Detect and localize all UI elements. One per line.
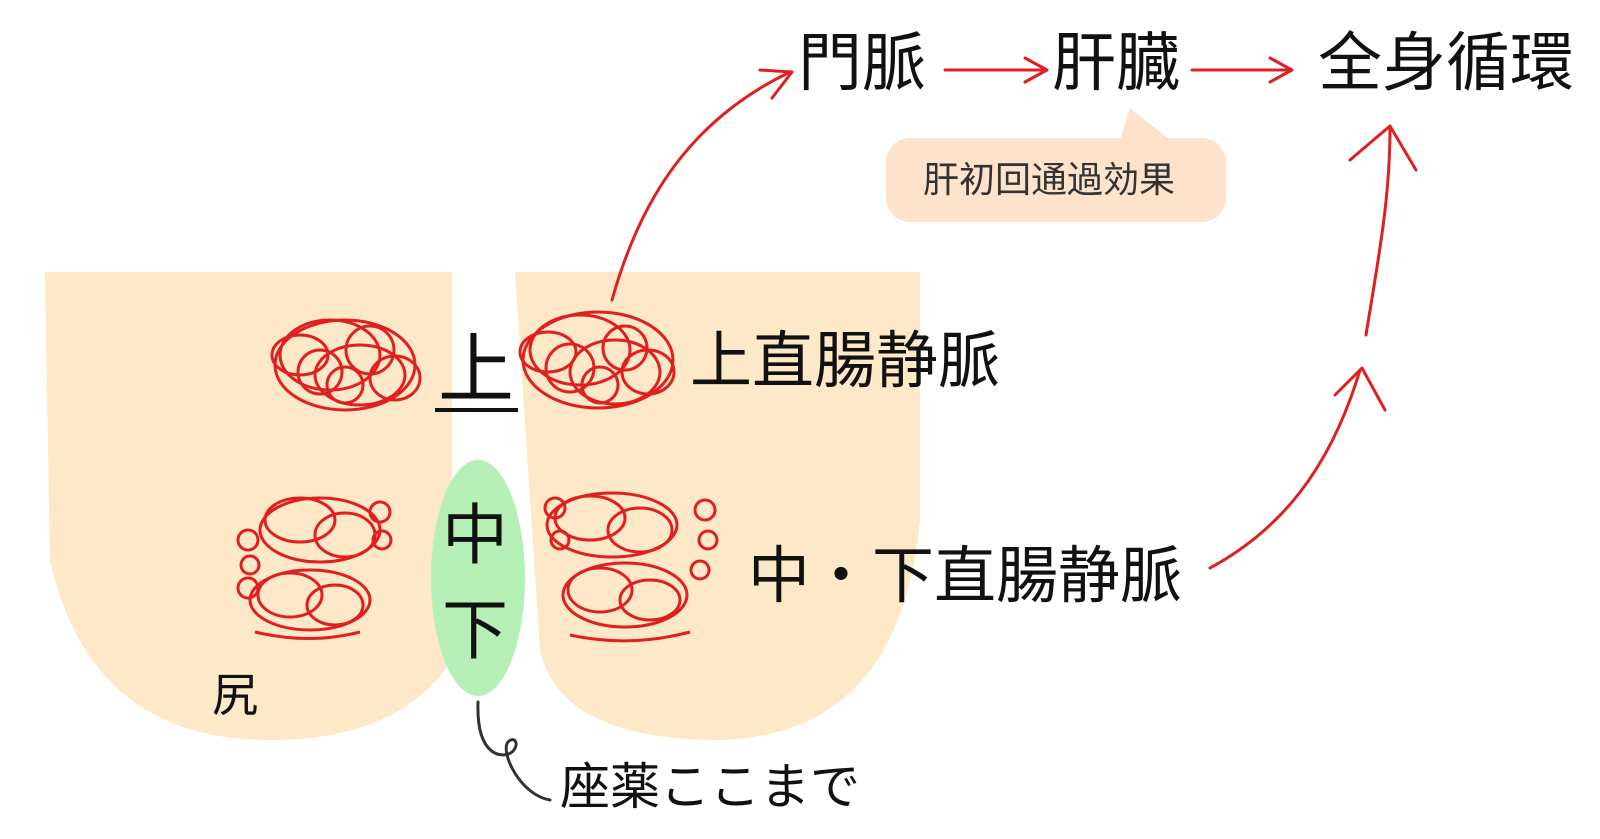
upper-rectal-vein-label: 上直腸静脈 xyxy=(690,324,1001,397)
lower-left-vessel-cluster xyxy=(236,496,393,640)
portal-vein-label: 門脈 xyxy=(798,27,926,101)
flow-arrows xyxy=(610,56,1418,570)
buttock-label: 尻 xyxy=(212,668,258,722)
upper-right-vessel-cluster xyxy=(518,310,676,410)
upper-left-vessel-cluster xyxy=(270,318,422,412)
suppository-pointer-line xyxy=(476,700,552,802)
first-pass-effect-bubble xyxy=(886,138,1226,222)
arrow-upper-vein-to-portal xyxy=(610,70,792,302)
suppository-reach-label: 座薬ここまで xyxy=(560,758,860,816)
upper-section-label: 上 xyxy=(438,325,514,414)
arrow-liver-to-systemic-head xyxy=(1268,56,1294,84)
systemic-circulation-label: 全身循環 xyxy=(1318,27,1574,101)
arrow-upward-to-systemic xyxy=(1364,126,1392,337)
arrow-middle-lower-to-systemic xyxy=(1208,368,1362,570)
lower-section-label: 下 xyxy=(442,592,508,669)
arrow-upper-vein-to-portal-head xyxy=(758,68,794,100)
arrow-upward-to-systemic-head xyxy=(1348,124,1418,172)
lower-right-vessel-cluster xyxy=(543,491,719,643)
middle-lower-rectal-vein-label: 中・下直腸静脈 xyxy=(748,539,1183,612)
callout-pointer xyxy=(1120,108,1170,140)
suppository-zone xyxy=(431,460,525,696)
arrow-portal-to-liver-head xyxy=(1023,56,1049,84)
liver-label: 肝臓 xyxy=(1052,27,1180,101)
arrow-middle-lower-to-systemic-head xyxy=(1333,366,1387,412)
middle-section-label: 中 xyxy=(442,497,508,574)
first-pass-effect-label: 肝初回通過効果 xyxy=(923,160,1176,201)
